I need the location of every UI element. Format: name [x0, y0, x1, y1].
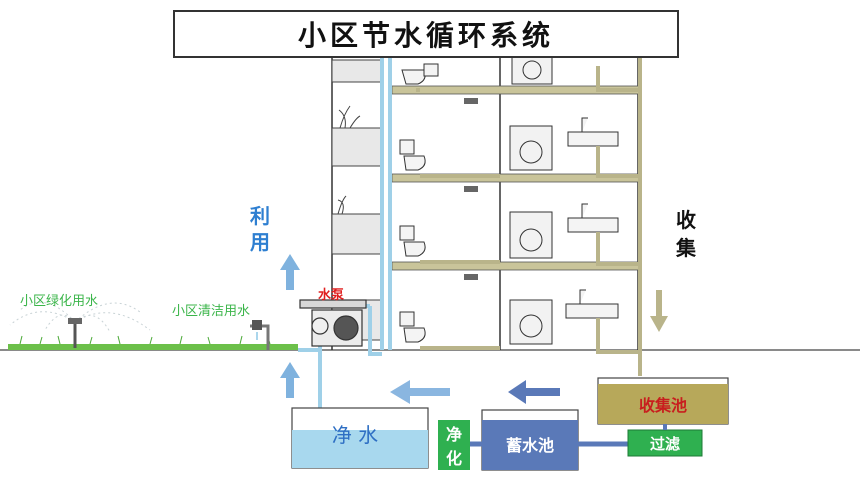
plant-icons: [337, 105, 361, 215]
sink-icons: [565, 117, 619, 319]
washing-machine-icons: [509, 55, 553, 345]
collect-label-bottom: 集: [676, 236, 696, 260]
flow-arrows: [280, 254, 668, 404]
drain-pipes: [416, 58, 642, 376]
arrow-up-use: [280, 254, 300, 290]
sprinkler-head-icon: [68, 318, 82, 324]
purify-box: [438, 420, 470, 470]
page-title: 小区节水循环系统: [173, 10, 679, 58]
clean-water-label: 小区清洁用水: [172, 304, 251, 319]
purify-label-bottom: 化: [445, 449, 462, 468]
clean-tank-water: [292, 430, 428, 468]
storage-tank-label: 蓄水池: [505, 436, 554, 455]
arrow-left-2: [508, 380, 560, 404]
purify-label-top: 净: [445, 425, 462, 444]
use-label-top: 利: [250, 204, 270, 228]
grass-tufts: [19, 335, 271, 345]
toilet-icons: [399, 63, 439, 343]
arrow-up-supply: [280, 362, 300, 398]
pump-label: 水泵: [318, 288, 345, 303]
arrow-left-1: [390, 380, 450, 404]
use-label-bottom: 用: [250, 230, 270, 254]
green-water-label: 小区绿化用水: [20, 294, 99, 309]
collect-tank-water: [598, 384, 728, 424]
storage-tank-water: [482, 420, 578, 470]
arrow-down-collect: [650, 290, 668, 332]
filter-label: 过滤: [649, 434, 680, 453]
clean-tank-label: 净 水: [331, 422, 379, 447]
sprinkler-spray: [9, 301, 151, 333]
grass-strip: [8, 344, 298, 350]
pump-icon: [299, 299, 367, 347]
shower-icons: [464, 98, 478, 280]
collect-tank-label: 收集池: [638, 396, 687, 415]
tap-icon: [252, 320, 262, 330]
collect-label-top: 收: [676, 208, 696, 232]
